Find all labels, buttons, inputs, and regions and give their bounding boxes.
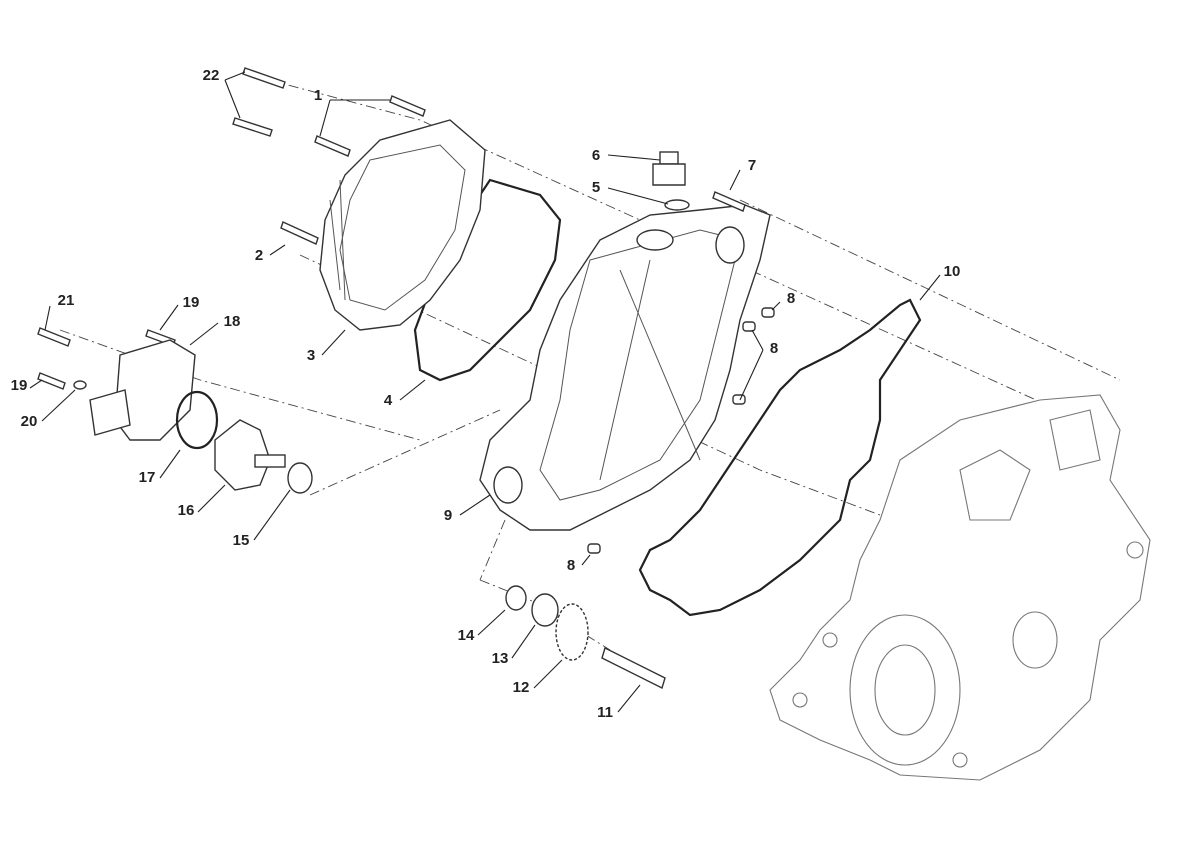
alignment-lines — [59, 74, 1121, 651]
outer-cover-3 — [319, 119, 486, 331]
label-19: 19 — [11, 377, 28, 394]
crankcase — [769, 394, 1151, 781]
gear-12 — [555, 603, 589, 661]
label-22: 22 — [203, 67, 220, 84]
label-6: 6 — [592, 147, 600, 164]
label-14: 14 — [458, 627, 475, 644]
label-3: 3 — [307, 347, 315, 364]
shaft-11 — [601, 647, 666, 689]
impeller-16 — [214, 419, 286, 491]
label-10: 10 — [944, 263, 961, 280]
label-15: 15 — [233, 532, 250, 549]
water-pump-cover-18 — [89, 339, 196, 441]
label-18: 18 — [224, 313, 241, 330]
gasket-10 — [638, 298, 922, 617]
bolts — [37, 67, 746, 390]
label-19: 19 — [183, 294, 200, 311]
clutch-cover-9 — [479, 204, 771, 531]
oil-plug-6 — [652, 151, 686, 186]
bearing-13 — [531, 593, 559, 627]
label-1: 1 — [314, 87, 322, 104]
label-7: 7 — [748, 157, 756, 174]
circlip-14 — [505, 585, 527, 611]
label-4: 4 — [384, 392, 393, 409]
label-13: 13 — [492, 650, 509, 667]
washer-20 — [73, 380, 87, 390]
label-16: 16 — [178, 502, 195, 519]
label-9: 9 — [444, 507, 452, 524]
label-20: 20 — [21, 413, 38, 430]
label-21: 21 — [58, 292, 75, 309]
label-5: 5 — [592, 179, 600, 196]
o-ring-5 — [664, 199, 690, 211]
label-17: 17 — [139, 469, 156, 486]
label-8: 8 — [567, 557, 575, 574]
label-11: 11 — [597, 704, 613, 721]
label-8: 8 — [787, 290, 795, 307]
label-2: 2 — [255, 247, 263, 264]
label-12: 12 — [513, 679, 530, 696]
leader-lines — [29, 71, 941, 713]
dowel-pins — [587, 307, 775, 554]
label-8: 8 — [770, 340, 778, 357]
o-ring-17 — [175, 390, 219, 450]
callout-labels: 22 1 6 7 5 2 10 21 19 18 8 8 3 19 20 4 1… — [11, 67, 961, 721]
seal-15 — [287, 462, 313, 494]
